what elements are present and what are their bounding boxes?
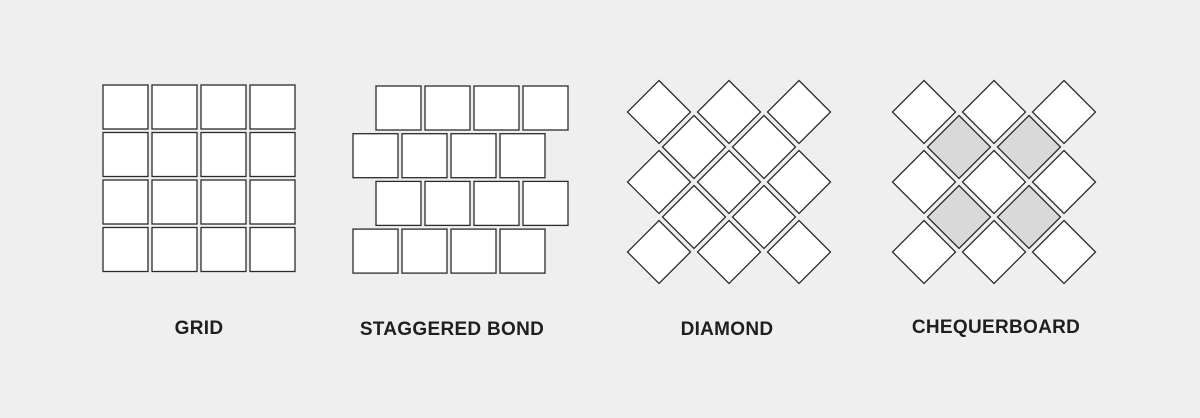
chequerboard-tile [961,149,1027,215]
staggered-tile [522,85,569,131]
diamond-tile [766,219,832,285]
grid-tile [200,131,247,178]
diamond-tile [696,219,762,285]
diamond-tile [626,149,692,215]
diamond-tile [766,149,832,215]
chequerboard-tile [1031,219,1097,285]
grid-tile [151,84,198,130]
staggered-tile [473,85,520,131]
chequerboard-tile [1031,79,1097,145]
grid-tile [249,84,296,130]
chequerboard-label: CHEQUERBOARD [911,317,1081,338]
staggered-tile [450,228,497,274]
staggered-tile [401,133,448,179]
staggered-bond-pattern [352,85,569,274]
chequerboard-tile [961,219,1027,285]
diamond-tile [696,79,762,145]
grid-tile [102,226,149,273]
staggered-tile [473,180,520,227]
staggered-tile [450,133,497,179]
chequerboard-tile-inner [926,184,992,250]
grid-tile [200,226,247,273]
grid-tile [200,84,247,130]
staggered-tile [352,228,399,274]
grid-tile [102,84,149,130]
chequerboard-tile-inner [996,114,1062,180]
staggered-tile [401,228,448,274]
grid-tile [151,179,198,225]
diamond-tile [626,79,692,145]
staggered-tile [375,85,422,131]
grid-tile [249,179,296,225]
chequerboard-tile-inner [926,114,992,180]
grid-tile [151,226,198,273]
diamond-pattern [626,79,832,285]
diamond-tile-inner [661,184,727,250]
grid-tile [102,131,149,178]
staggered-tile [522,180,569,227]
diamond-tile-inner [661,114,727,180]
staggered-tile [375,180,422,227]
grid-tile [249,131,296,178]
diamond-tile-inner [731,184,797,250]
grid-pattern [102,84,296,273]
chequerboard-pattern [891,79,1097,285]
staggered-bond-label: STAGGERED BOND [359,319,545,340]
chequerboard-tile [891,79,957,145]
staggered-tile [499,133,546,179]
staggered-tile [352,133,399,179]
staggered-tile [499,228,546,274]
diamond-tile [626,219,692,285]
grid-tile [151,131,198,178]
chequerboard-tile-inner [996,184,1062,250]
staggered-tile [424,85,471,131]
chequerboard-tile [891,149,957,215]
chequerboard-tile [961,79,1027,145]
diamond-tile [696,149,762,215]
grid-tile [249,226,296,273]
staggered-tile [424,180,471,227]
chequerboard-tile [891,219,957,285]
diamond-label: DIAMOND [680,319,774,340]
chequerboard-tile [1031,149,1097,215]
diamond-tile [766,79,832,145]
grid-tile [200,179,247,225]
grid-label: GRID [174,318,224,339]
diamond-tile-inner [731,114,797,180]
grid-tile [102,179,149,225]
